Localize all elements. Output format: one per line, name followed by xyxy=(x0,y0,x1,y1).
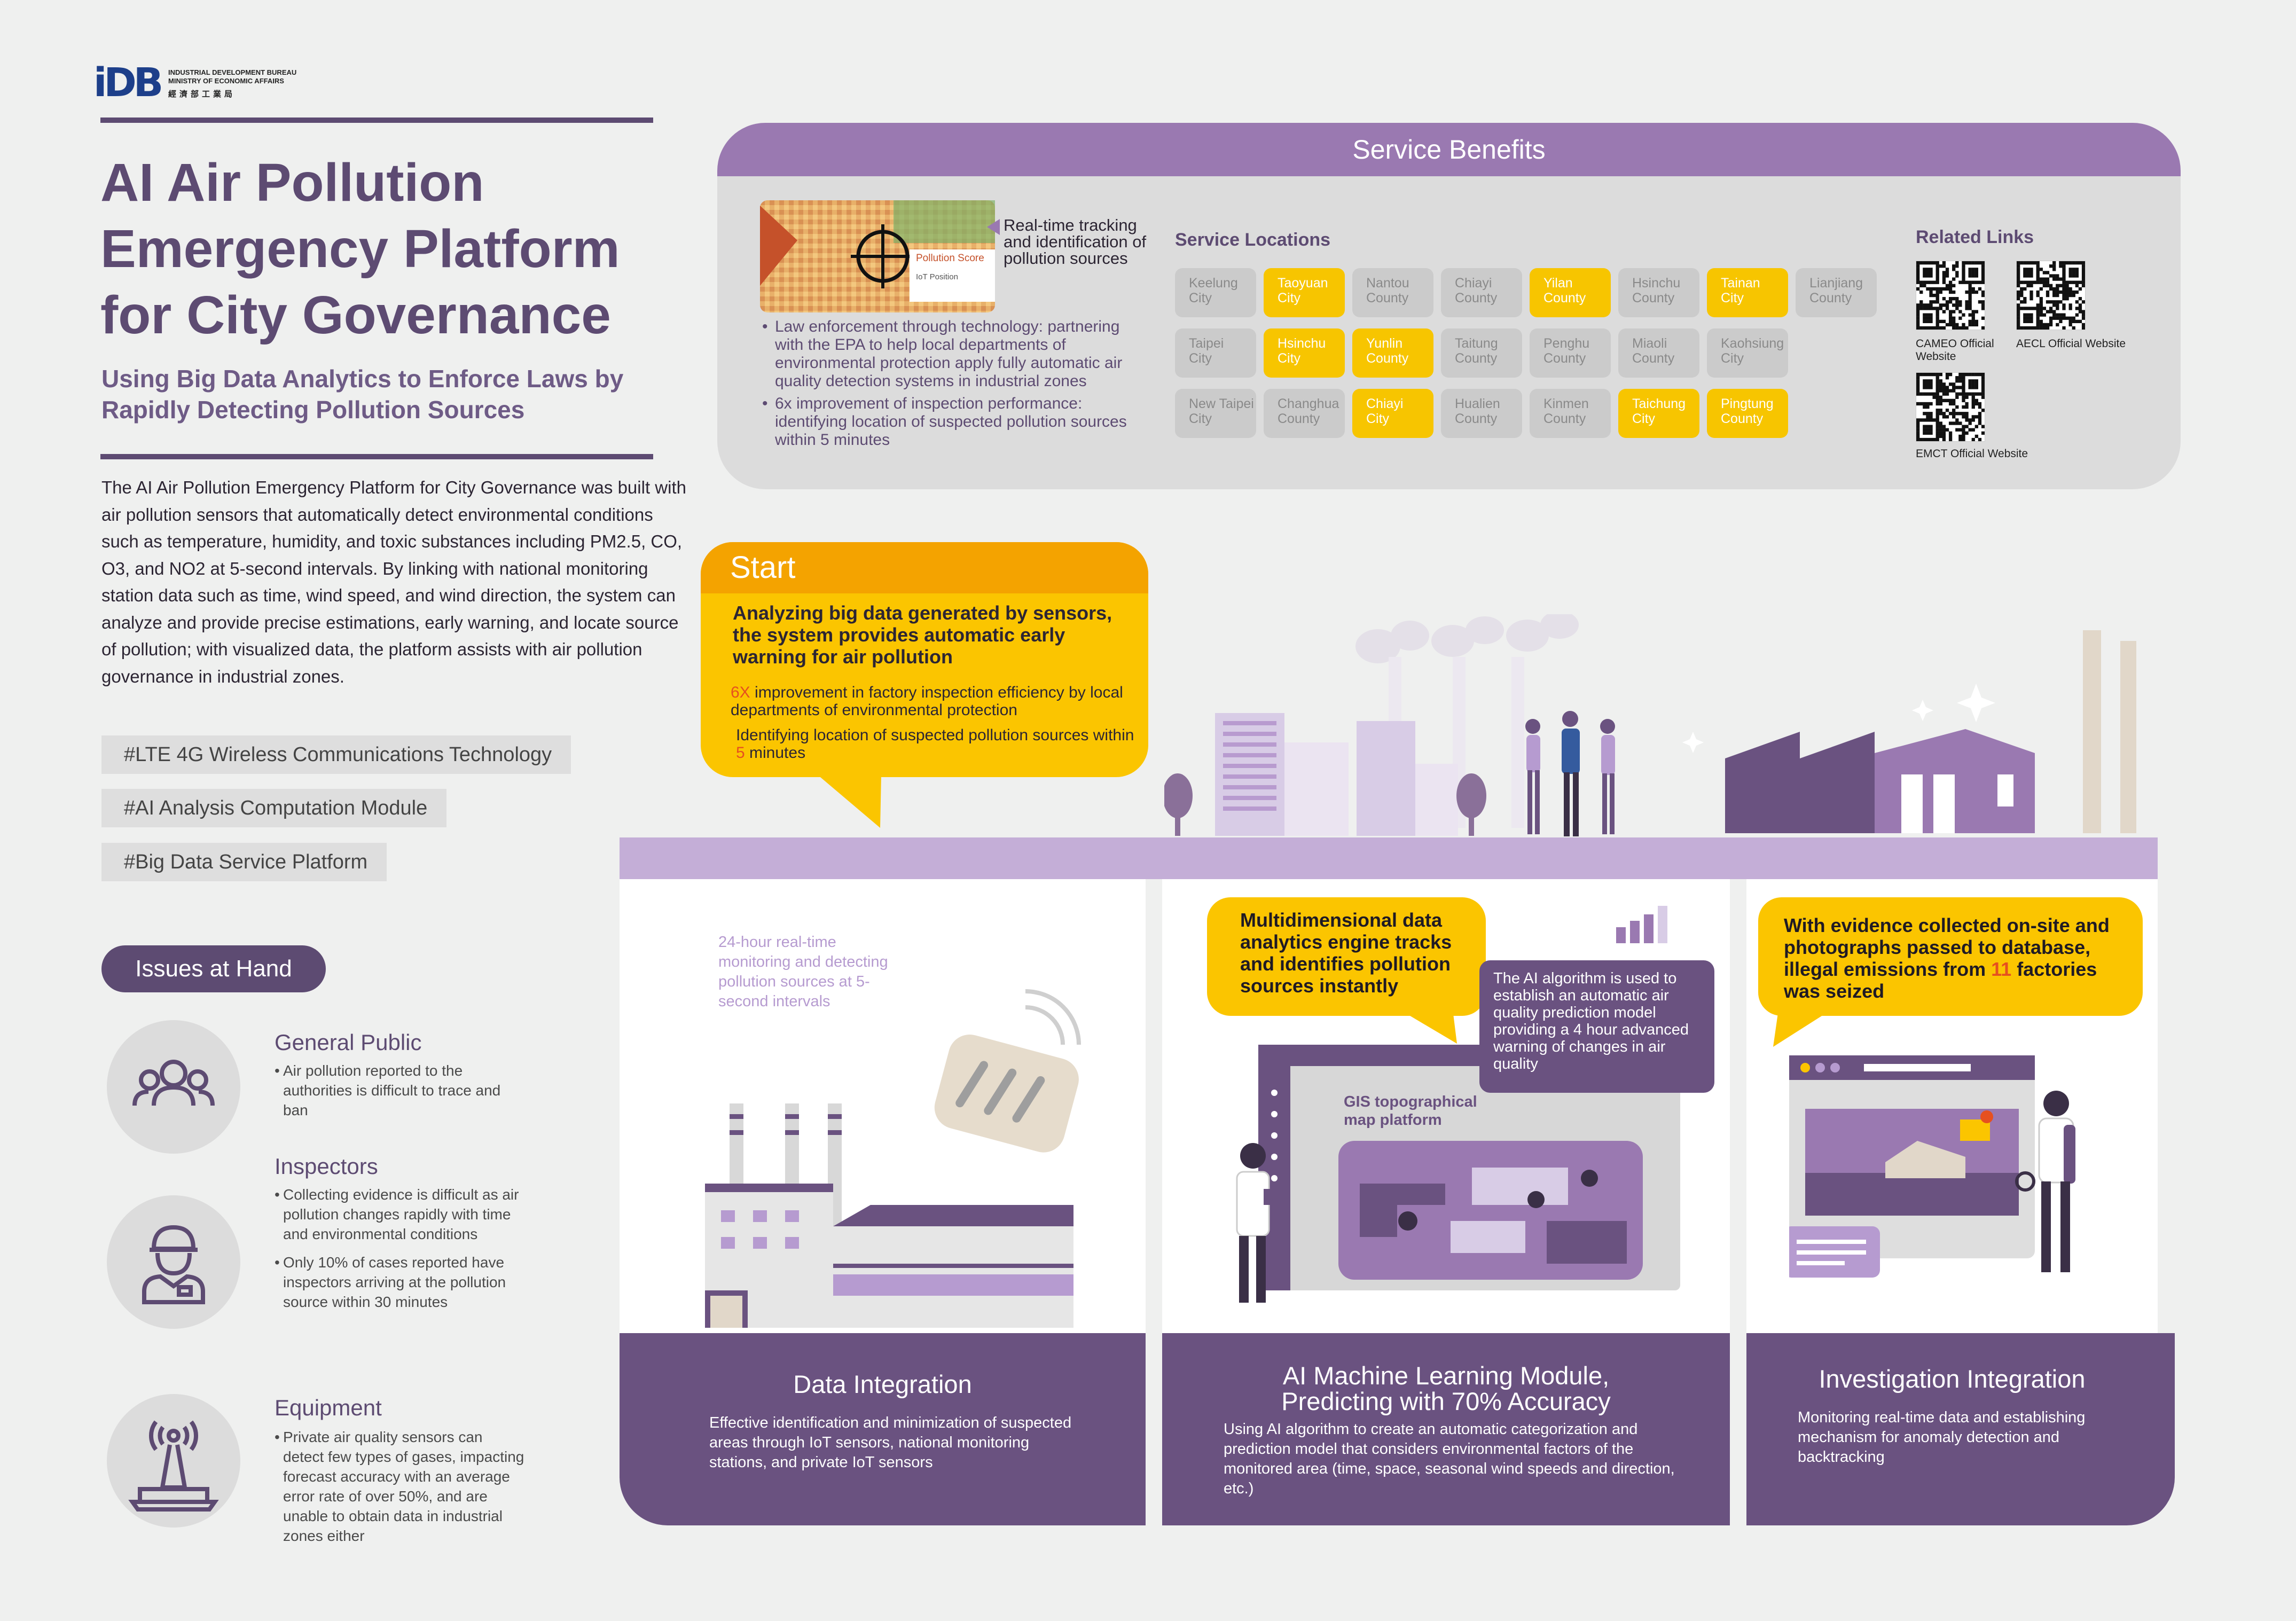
location-keelung-city: Keelung City xyxy=(1175,268,1256,317)
start-main-text: Analyzing big data generated by sensors,… xyxy=(733,602,1112,668)
data-integration-note: 24-hour real-time monitoring and detecti… xyxy=(718,934,888,1010)
location-hualien-county: Hualien County xyxy=(1441,389,1522,438)
link-aecl[interactable]: AECL Official Website xyxy=(2016,338,2126,350)
gis-label: GIS topographical map platform xyxy=(1344,1093,1477,1129)
issue-public-heading: General Public xyxy=(275,1030,422,1055)
tag-lte: #LTE 4G Wireless Communications Technolo… xyxy=(101,735,571,774)
location-lianjiang-county: Lianjiang County xyxy=(1796,268,1877,317)
gis-dashboard-illustration xyxy=(1258,1045,1680,1290)
map-score-label: Pollution Score xyxy=(916,253,984,264)
map-caption: Real-time tracking and identification of… xyxy=(1004,216,1147,268)
map-pointer-arrow xyxy=(987,219,1000,235)
location-taitung-county: Taitung County xyxy=(1441,328,1522,378)
ai-ml-heading: AI Machine Learning Module,Predicting wi… xyxy=(1281,1361,1611,1415)
inspector-icon xyxy=(107,1195,240,1329)
data-integration-panel: 24-hour real-time monitoring and detecti… xyxy=(620,879,1146,1333)
issues-heading: Issues at Hand xyxy=(101,945,326,992)
start-bubble: Start Analyzing big data generated by se… xyxy=(701,542,1148,777)
tag-bigdata: #Big Data Service Platform xyxy=(101,843,387,881)
service-benefits-card: Service Benefits Pollution Score IoT Pos… xyxy=(717,123,2181,489)
page-subtitle: Using Big Data Analytics to Enforce Laws… xyxy=(101,365,624,424)
ai-ml-info-box: The AI algorithm is used to establish an… xyxy=(1479,960,1714,1093)
location-nantou-county: Nantou County xyxy=(1352,268,1433,317)
logo-chinese: 經濟部工業局 xyxy=(168,89,236,99)
start-point-1: 6X improvement in factory inspection eff… xyxy=(731,684,1123,719)
location-tainan-city: Tainan City xyxy=(1707,268,1788,317)
investigation-footer: Investigation Integration Monitoring rea… xyxy=(1746,1333,2175,1525)
location-kaohsiung-city: Kaohsiung City xyxy=(1707,328,1788,378)
location-miaoli-county: Miaoli County xyxy=(1618,328,1699,378)
tag-ai: #AI Analysis Computation Module xyxy=(101,789,447,827)
issue-public-text: Air pollution reported to the authoritie… xyxy=(275,1061,526,1120)
location-penghu-county: Penghu County xyxy=(1530,328,1611,378)
sensor-icon xyxy=(107,1394,240,1528)
investigation-bubble-tail xyxy=(1773,1009,1832,1047)
location-taipei-city: Taipei City xyxy=(1175,328,1256,378)
investigation-text: Monitoring real-time data and establishi… xyxy=(1798,1409,2086,1466)
location-taoyuan-city: Taoyuan City xyxy=(1264,268,1345,317)
start-bubble-tail xyxy=(817,774,881,828)
start-label: Start xyxy=(701,542,1148,593)
qr-code-cameo[interactable] xyxy=(1916,261,1985,330)
investigation-bubble: With evidence collected on-site and phot… xyxy=(1758,897,2143,1016)
ai-ml-bubble-tail xyxy=(1399,1009,1457,1044)
link-cameo[interactable]: CAMEO Official Website xyxy=(1916,338,1994,363)
data-integration-footer: Data Integration Effective identificatio… xyxy=(620,1333,1146,1525)
location-pingtung-county: Pingtung County xyxy=(1707,389,1788,438)
issue-equipment-text: Private air quality sensors can detect f… xyxy=(275,1427,526,1546)
ai-ml-footer: AI Machine Learning Module,Predicting wi… xyxy=(1162,1333,1730,1525)
public-icon xyxy=(107,1020,240,1154)
related-links-title: Related Links xyxy=(1916,227,2034,247)
ground-band xyxy=(620,837,2158,879)
service-locations-title: Service Locations xyxy=(1175,230,1331,250)
logo-mark: iDB xyxy=(93,60,163,106)
start-point-2: Identifying location of suspected pollut… xyxy=(736,726,1134,762)
qr-code-emct[interactable] xyxy=(1916,372,1985,442)
location-chiayi-city: Chiayi City xyxy=(1352,389,1433,438)
intro-paragraph: The AI Air Pollution Emergency Platform … xyxy=(101,477,686,686)
issue-inspectors-text: Collecting evidence is difficult as air … xyxy=(275,1185,526,1312)
location-chiayi-county: Chiayi County xyxy=(1441,268,1522,317)
link-emct[interactable]: EMCT Official Website xyxy=(1916,448,2028,460)
analyst-person-icon xyxy=(1236,1143,1275,1303)
map-iot-label: IoT Position xyxy=(916,272,958,281)
city-skyline-illustration xyxy=(1164,614,2136,836)
location-hsinchu-city: Hsinchu City xyxy=(1264,328,1345,378)
location-new-taipei-city: New Taipei City xyxy=(1175,389,1256,438)
service-benefits-title: Service Benefits xyxy=(717,123,2181,176)
location-changhua-county: Changhua County xyxy=(1264,389,1345,438)
pollution-map-thumbnail: Pollution Score IoT Position xyxy=(760,200,995,312)
bar-chart-icon xyxy=(1616,906,1667,943)
evidence-browser-illustration xyxy=(1789,1055,2075,1278)
service-bullets: Law enforcement through technology: part… xyxy=(762,318,1147,453)
qr-code-aecl[interactable] xyxy=(2016,261,2086,330)
location-yunlin-county: Yunlin County xyxy=(1352,328,1433,378)
issue-inspectors-heading: Inspectors xyxy=(275,1154,378,1179)
location-taichung-city: Taichung City xyxy=(1618,389,1699,438)
factory-sensor-illustration xyxy=(705,989,1081,1328)
ai-ml-bubble: Multidimensional data analytics engine t… xyxy=(1207,897,1486,1016)
location-kinmen-county: Kinmen County xyxy=(1530,389,1611,438)
data-integration-heading: Data Integration xyxy=(793,1370,972,1398)
investigation-heading: Investigation Integration xyxy=(1819,1365,2086,1393)
location-yilan-county: Yilan County xyxy=(1530,268,1611,317)
issue-equipment-heading: Equipment xyxy=(275,1395,382,1420)
location-hsinchu-county: Hsinchu County xyxy=(1618,268,1699,317)
data-integration-text: Effective identification and minimizatio… xyxy=(709,1414,1072,1471)
ai-ml-text: Using AI algorithm to create an automati… xyxy=(1224,1421,1675,1497)
title-rule-bottom xyxy=(100,454,653,459)
title-rule-top xyxy=(100,118,653,123)
